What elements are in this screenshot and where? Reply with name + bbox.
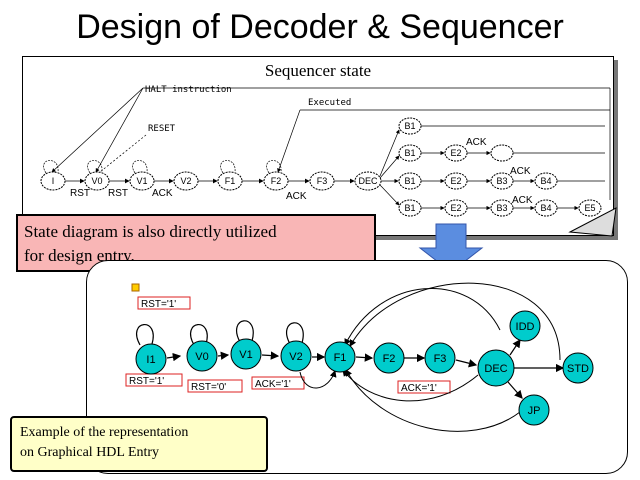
svg-text:RST='1': RST='1': [129, 376, 164, 387]
svg-text:ACK='1': ACK='1': [401, 383, 437, 394]
cond-ack1-b: ACK='1': [397, 380, 451, 394]
executed-label: Executed: [308, 98, 351, 108]
yellow-line-2: on Graphical HDL Entry: [20, 445, 160, 460]
halt-line: [51, 87, 144, 173]
hdl-state-STD: STD: [562, 352, 594, 384]
seq-trans-label: RST: [108, 188, 128, 199]
start-marker: [131, 283, 140, 292]
seq-state-label: B3: [496, 176, 507, 186]
seq-state-label: B1: [404, 148, 415, 158]
seq-state-label: B1: [404, 121, 415, 131]
callout-line-1: State diagram is also directly utilized: [24, 222, 277, 241]
reset-label: RESET: [148, 124, 176, 134]
svg-text:I1: I1: [146, 354, 155, 366]
halt-label: HALT instruction: [145, 85, 232, 95]
svg-text:F2: F2: [383, 353, 396, 365]
seq-state-label: E2: [450, 203, 461, 213]
cond-rst1-top: RST='1': [137, 296, 191, 310]
hdl-state-DEC: DEC: [477, 349, 515, 387]
yellow-line-1: Example of the representation: [20, 425, 189, 440]
svg-text:ACK='1': ACK='1': [255, 379, 291, 390]
page-curl: [568, 207, 617, 237]
seq-state-label: B1: [404, 176, 415, 186]
hdl-state-F3: F3: [424, 342, 456, 374]
executed-line: [277, 109, 301, 173]
seq-state-E5: E5: [578, 199, 602, 217]
seq-state-label: V0: [91, 176, 102, 186]
hdl-state-V1: V1: [230, 338, 262, 370]
sequencer-state-title: Sequencer state: [264, 61, 372, 80]
seq-state-label: B4: [540, 203, 551, 213]
svg-text:F1: F1: [334, 352, 347, 364]
seq-state-label: E2: [450, 148, 461, 158]
svg-text:JP: JP: [528, 405, 541, 417]
sequencer-panel: Sequencer state: [22, 56, 614, 236]
seq-trans-label: ACK: [510, 166, 531, 177]
hdl-state-I1: I1: [135, 343, 167, 375]
svg-text:RST='1': RST='1': [141, 299, 176, 310]
seq-trans-label: ACK: [152, 188, 173, 199]
svg-text:DEC: DEC: [484, 363, 507, 375]
svg-text:IDD: IDD: [516, 321, 535, 333]
hdl-state-V0: V0: [186, 340, 218, 372]
reset-line: [99, 134, 147, 173]
seq-trans-label: ACK: [466, 137, 487, 148]
hdl-state-V2: V2: [280, 340, 312, 372]
seq-state-label: B1: [404, 203, 415, 213]
hdl-state-F1: F1: [324, 341, 356, 373]
cond-rst1: RST='1': [125, 373, 183, 387]
svg-text:V0: V0: [195, 351, 208, 363]
seq-state-label: F1: [225, 176, 236, 186]
seq-state-label: B4: [540, 176, 551, 186]
hdl-entry-callout: Example of the representation on Graphic…: [10, 416, 268, 472]
seq-trans-label: ACK: [286, 191, 307, 202]
hdl-state-JP: JP: [518, 394, 550, 426]
seq-state-label: F2: [271, 176, 282, 186]
svg-text:RST='0': RST='0': [191, 382, 226, 393]
seq-state-label: B3: [496, 203, 507, 213]
svg-text:STD: STD: [567, 363, 589, 375]
seq-state-label: V1: [136, 176, 147, 186]
seq-state-label: E5: [584, 203, 595, 213]
seq-state-label: F3: [317, 176, 328, 186]
svg-text:V2: V2: [289, 351, 302, 363]
seq-state-label: DEC: [358, 176, 378, 186]
svg-text:V1: V1: [239, 349, 252, 361]
hdl-state-IDD: IDD: [509, 310, 541, 342]
seq-state-label: E2: [450, 176, 461, 186]
svg-text:F3: F3: [434, 353, 447, 365]
seq-state-label: V2: [180, 176, 191, 186]
cond-ack1-a: ACK='1': [251, 376, 305, 390]
hdl-state-F2: F2: [373, 342, 405, 374]
halt-line-2: [95, 87, 144, 173]
seq-state-label: I: [52, 176, 55, 186]
slide-title: Design of Decoder & Sequencer: [76, 8, 564, 46]
seq-trans-label: RST: [70, 188, 90, 199]
cond-rst0: RST='0': [187, 379, 243, 393]
seq-trans-label: ACK: [512, 195, 533, 206]
